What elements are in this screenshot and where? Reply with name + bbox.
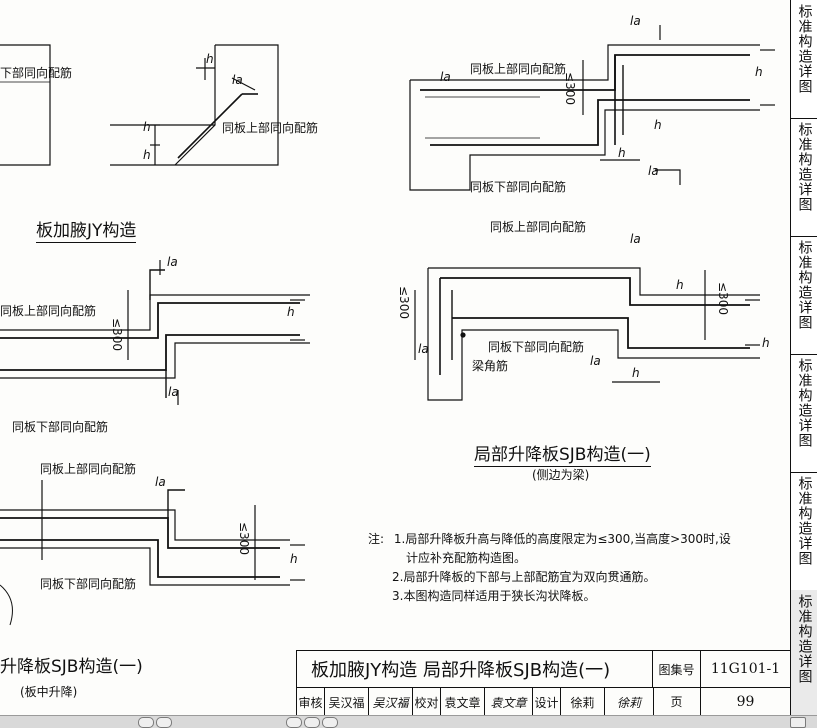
note-3: 3.本图构造同样适用于狭长沟状降板。 xyxy=(392,589,596,603)
sjb-left-subcaption: (板中升降) xyxy=(20,685,78,699)
index-tab-label: 标准构造详图 xyxy=(796,594,813,684)
drawing-sheet: 下部同向配筋 同板上部同向配筋 h la h h 板加腋JY构造 同板上部同向配… xyxy=(0,14,791,716)
left-mid-stepped-slab xyxy=(0,260,310,405)
r2-h-label: h xyxy=(676,278,684,292)
left-bot-la-label: la xyxy=(155,475,166,489)
nav-next-button[interactable] xyxy=(286,717,302,728)
index-tab-1[interactable]: 标准构造详图 xyxy=(791,0,817,119)
r2-la-label: la xyxy=(630,232,641,246)
index-tab-label: 标准构造详图 xyxy=(796,122,813,212)
r1-la-label-3: la xyxy=(648,164,659,178)
window-icon[interactable] xyxy=(790,717,806,728)
left-bot-bottom-bar-label: 同板下部同向配筋 xyxy=(40,577,137,591)
sjb-right-subcaption: (侧边为梁) xyxy=(532,468,590,482)
notes-block: 注: 1.局部升降板升高与降低的高度限定为≤300,当高度>300时,设 计应补… xyxy=(368,530,731,606)
zoom-button[interactable] xyxy=(322,717,338,728)
jy-left-section xyxy=(0,44,51,166)
r2-stepped-slab xyxy=(414,267,760,401)
viewer-toolbar xyxy=(0,715,817,728)
r2-la-label-3: la xyxy=(590,354,601,368)
review-name: 吴汉福 xyxy=(325,688,369,716)
left-bot-le300-label: ≤300 xyxy=(237,522,251,555)
note-2: 2.局部升降板的下部与上部配筋宜为双向贯通筋。 xyxy=(392,570,656,584)
left-mid-le300-label: ≤300 xyxy=(110,318,124,351)
jy-la-label: la xyxy=(232,73,243,87)
title-block-title: 板加腋JY构造 局部升降板SJB构造(一) xyxy=(297,651,653,688)
nav-prev-button[interactable] xyxy=(156,717,172,728)
index-tab-4[interactable]: 标准构造详图 xyxy=(791,354,817,473)
jy-h-label: h xyxy=(206,52,214,66)
atlas-label: 图集号 xyxy=(653,651,701,688)
design-label: 设计 xyxy=(533,688,561,716)
jy-haunch-detail xyxy=(110,44,279,166)
index-tab-label: 标准构造详图 xyxy=(796,476,813,566)
r2-top-bar-label: 同板上部同向配筋 xyxy=(490,220,587,234)
left-mid-bottom-bar-label: 同板下部同向配筋 xyxy=(12,420,109,434)
index-tabs: 标准构造详图 标准构造详图 标准构造详图 标准构造详图 标准构造详图 标准构造详… xyxy=(790,0,817,716)
r1-h-label: h xyxy=(618,146,626,160)
r1-le300-label: ≤300 xyxy=(563,72,577,105)
left-bot-stepped-slab xyxy=(0,480,305,626)
r1-h-label-3: h xyxy=(755,65,763,79)
r1-stepped-slab xyxy=(409,25,775,191)
left-mid-la-label-2: la xyxy=(168,385,179,399)
atlas-value: 11G101-1 xyxy=(701,651,791,688)
left-bot-h-label: h xyxy=(290,552,298,566)
jy-top-bar-label: 同板上部同向配筋 xyxy=(222,121,319,135)
r1-la-label: la xyxy=(630,14,641,28)
note-1: 1.局部升降板升高与降低的高度限定为≤300,当高度>300时,设 xyxy=(393,532,731,546)
check-name: 袁文章 xyxy=(441,688,485,716)
r2-le300-label-2: ≤300 xyxy=(716,282,730,315)
index-tab-label: 标准构造详图 xyxy=(796,4,813,94)
nav-last-button[interactable] xyxy=(304,717,320,728)
index-tab-6[interactable]: 标准构造详图 xyxy=(791,590,817,716)
jy-h-label-3: h xyxy=(143,148,151,162)
notes-prefix: 注: xyxy=(368,532,385,546)
left-bot-top-bar-label: 同板上部同向配筋 xyxy=(40,462,137,476)
jy-caption: 板加腋JY构造 xyxy=(36,216,137,243)
left-mid-la-label: la xyxy=(167,255,178,269)
r1-h-label-2: h xyxy=(654,118,662,132)
r2-corner-bar-label: 梁角筋 xyxy=(472,359,509,373)
index-tab-3[interactable]: 标准构造详图 xyxy=(791,236,817,355)
check-signature: 袁文章 xyxy=(485,688,533,716)
signature-row: 审核 吴汉福 吴汉福 校对 袁文章 袁文章 设计 徐莉 徐莉 xyxy=(297,688,654,716)
nav-first-button[interactable] xyxy=(138,717,154,728)
sjb-right-caption: 局部升降板SJB构造(一) xyxy=(474,440,651,467)
jy-h-label-2: h xyxy=(143,120,151,134)
design-name: 徐莉 xyxy=(561,688,605,716)
structural-drawing xyxy=(0,25,775,626)
r2-bottom-bar-label: 同板下部同向配筋 xyxy=(488,340,585,354)
jy-bottom-bar-label: 下部同向配筋 xyxy=(0,66,73,80)
page-label: 页 xyxy=(653,688,701,716)
r2-la-label-2: la xyxy=(418,342,429,356)
index-tab-5[interactable]: 标准构造详图 xyxy=(791,472,817,591)
page-value: 99 xyxy=(701,688,791,716)
r2-le300-label: ≤300 xyxy=(397,286,411,319)
r1-la-label-2: la xyxy=(440,70,451,84)
r2-h-label-2: h xyxy=(632,366,640,380)
r2-h-label-3: h xyxy=(762,336,770,350)
title-block: 板加腋JY构造 局部升降板SJB构造(一) 图集号 11G101-1 页 99 … xyxy=(296,650,791,716)
index-tab-label: 标准构造详图 xyxy=(796,240,813,330)
index-tab-label: 标准构造详图 xyxy=(796,358,813,448)
left-mid-top-bar-label: 同板上部同向配筋 xyxy=(0,304,97,318)
r1-top-bar-label: 同板上部同向配筋 xyxy=(470,62,567,76)
left-mid-h-label: h xyxy=(287,305,295,319)
review-label: 审核 xyxy=(297,688,325,716)
sjb-left-caption: 升降板SJB构造(一) xyxy=(0,657,143,677)
index-tab-2[interactable]: 标准构造详图 xyxy=(791,118,817,237)
r1-bottom-bar-label: 同板下部同向配筋 xyxy=(470,180,567,194)
design-signature: 徐莉 xyxy=(616,695,641,710)
review-signature: 吴汉福 xyxy=(369,688,413,716)
check-label: 校对 xyxy=(413,688,441,716)
note-1-cont: 计应补充配筋构造图。 xyxy=(406,551,527,565)
